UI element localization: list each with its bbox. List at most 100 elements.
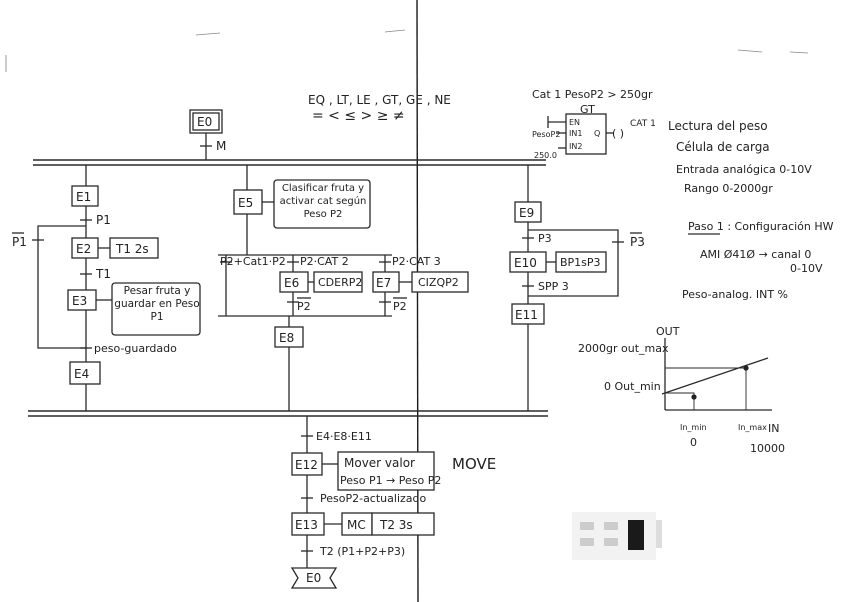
step-e3-label: E3 <box>72 294 87 308</box>
transition-pesop2-label: PesoP2-actualizado <box>320 492 426 505</box>
note-rango: Rango 0-2000gr <box>684 182 773 195</box>
wall-edge <box>656 520 662 548</box>
step-e5 <box>233 189 263 215</box>
step-e5-label: E5 <box>238 196 253 210</box>
action-e2 <box>109 237 159 259</box>
step-e4 <box>69 361 101 385</box>
graph-v10000: 10000 <box>750 442 785 455</box>
graph-point-max <box>743 365 749 371</box>
step-e0-inner <box>192 112 220 131</box>
transition-not-p1-label: P1 <box>12 235 27 249</box>
transition-not-p2-b-label: P2 <box>393 300 407 313</box>
wall-socket-icon <box>580 522 618 546</box>
switch-icon <box>628 520 644 550</box>
gt-in1-src: PesoP2 <box>532 130 560 139</box>
move-note: MOVE <box>452 455 496 473</box>
transition-right-label: P2·CAT 3 <box>392 255 441 268</box>
step-e4-label: E4 <box>74 367 89 381</box>
comparator-symbols: = < ≤ > ≥ ≠ <box>312 108 405 124</box>
paper-mark <box>737 49 809 54</box>
step-e12-label: E12 <box>295 458 318 472</box>
coil-icon: ( ) <box>612 127 624 140</box>
note-peso-analog: Peso-analog. INT % <box>682 288 788 301</box>
action-e10 <box>555 251 607 273</box>
graph-point-min <box>691 394 697 400</box>
action-e6-label: CDERP2 <box>318 276 362 289</box>
transition-m-label: M <box>216 139 226 153</box>
transition-t1-label: T1 <box>95 267 111 281</box>
link-not-p1 <box>37 225 86 349</box>
action-e7 <box>411 271 469 293</box>
transition-not-p3-label: P3 <box>630 235 645 249</box>
note-lectura: Lectura del peso <box>668 119 768 133</box>
action-e6 <box>313 271 363 293</box>
transition-p1-label: P1 <box>96 213 111 227</box>
step-e13-label: E13 <box>295 518 318 532</box>
graph-scale-line <box>661 357 769 395</box>
gt-block <box>565 113 607 155</box>
note-ami-range: 0-10V <box>790 262 823 275</box>
action-e12 <box>337 451 435 491</box>
action-e13-timer-label: T2 3s <box>379 518 413 532</box>
action-e7-label: CIZQP2 <box>418 276 459 289</box>
note-paso1: Paso 1 : Configuración HW <box>688 220 834 233</box>
action-e3-label: Pesar fruta y guardar en Peso P1 <box>114 285 200 323</box>
action-e13-timer <box>371 512 435 536</box>
graph-in-max-label: In_max <box>738 423 767 432</box>
action-e12-line2: Peso P1 → Peso P2 <box>340 474 441 487</box>
paper-mark <box>384 29 406 33</box>
step-e9-label: E9 <box>519 206 534 220</box>
step-e6-label: E6 <box>284 276 299 290</box>
gt-header: Cat 1 PesoP2 > 250gr <box>532 88 653 101</box>
action-e3-text-wrap: Pesar fruta y guardar en Peso P1 <box>114 285 200 323</box>
gt-q: Q <box>594 129 600 138</box>
paper-fold-line <box>416 0 419 602</box>
action-e5-text-wrap: Clasificar fruta y activar cat según Pes… <box>279 183 367 220</box>
note-celula: Célula de carga <box>676 140 770 154</box>
graph-in-min-label: In_min <box>680 423 707 432</box>
gt-name: GT <box>580 103 595 116</box>
transition-mid-label: P2·CAT 2 <box>300 255 349 268</box>
gt-coil-label: CAT 1 <box>630 119 656 129</box>
gt-en: EN <box>569 118 580 127</box>
return-e0-label: E0 <box>306 571 321 585</box>
action-e2-label: T1 2s <box>115 242 149 256</box>
comparator-names: EQ , LT, LE , GT, GE , NE <box>308 93 451 107</box>
action-e5-label: Clasificar fruta y activar cat según Pes… <box>279 183 367 220</box>
action-e13-mc-label: MC <box>347 518 366 532</box>
graph-in-label: IN <box>768 422 779 435</box>
transition-join-label: E4·E8·E11 <box>316 430 372 443</box>
return-arrow-e0 <box>290 567 338 589</box>
gt-in2-src: 250.0 <box>534 151 557 160</box>
paper-mark <box>195 32 221 36</box>
gt-in2: IN2 <box>569 142 582 151</box>
gt-in1: IN1 <box>569 129 582 138</box>
transition-not-p2-a-label: P2 <box>297 300 311 313</box>
step-e1-label: E1 <box>76 190 91 204</box>
graph-out-max-label: 2000gr out_max <box>578 342 669 355</box>
note-ami: AMI Ø41Ø → canal 0 <box>700 248 811 261</box>
action-e10-label: BP1sP3 <box>560 256 601 269</box>
step-e11-label: E11 <box>515 308 538 322</box>
transition-peso-guardado-label: peso-guardado <box>94 342 177 355</box>
step-e2-label: E2 <box>76 242 91 256</box>
step-e10-label: E10 <box>514 256 537 270</box>
step-e7-label: E7 <box>376 276 391 290</box>
transition-left-label: P2+Cat1·P2 <box>220 255 286 268</box>
graph-min-guide <box>665 392 695 410</box>
transition-t2-label: T2 (P1+P2+P3) <box>319 545 405 558</box>
note-entrada: Entrada analógica 0-10V <box>676 163 812 176</box>
action-e12-line1: Mover valor <box>344 456 415 470</box>
step-e1 <box>71 185 99 207</box>
graph-out-label: OUT <box>656 325 680 338</box>
graph-v0: 0 <box>690 436 697 449</box>
action-e3 <box>111 282 201 336</box>
graph-out-min-label: 0 Out_min <box>604 380 661 393</box>
step-e8-label: E8 <box>279 331 294 345</box>
transition-spp3-label: SPP 3 <box>538 280 569 293</box>
step-e0-label: E0 <box>197 115 212 129</box>
transition-p3-label: P3 <box>538 232 552 245</box>
link-not-p3 <box>528 229 619 297</box>
action-e5 <box>273 179 371 229</box>
